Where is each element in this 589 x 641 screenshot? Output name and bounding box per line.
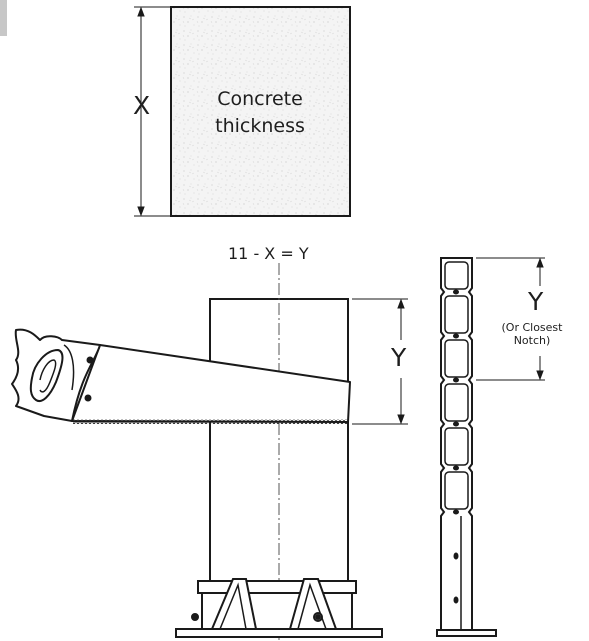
corner-tab (0, 0, 7, 36)
post (209, 263, 349, 641)
x-dimension (134, 6, 170, 217)
formula-label: 11 - X = Y (228, 244, 309, 263)
y-dimension-bracket (476, 257, 545, 381)
x-dimension-label: X (133, 91, 151, 120)
post-base (175, 578, 383, 638)
concrete-label-line1: Concrete (217, 88, 303, 110)
notched-bracket (436, 257, 497, 637)
concrete-thickness-label: Concrete thickness (200, 86, 320, 140)
closest-notch-line2: Notch) (513, 334, 551, 347)
concrete-label-line2: thickness (215, 115, 305, 137)
closest-notch-note: (Or Closest Notch) (492, 321, 572, 347)
y-dimension-post (352, 298, 408, 425)
hand-saw-icon (11, 328, 351, 424)
bracket-y-label: Y (528, 287, 544, 316)
post-y-label: Y (391, 343, 407, 372)
closest-notch-line1: (Or Closest (501, 321, 563, 334)
concrete-block (170, 6, 351, 217)
